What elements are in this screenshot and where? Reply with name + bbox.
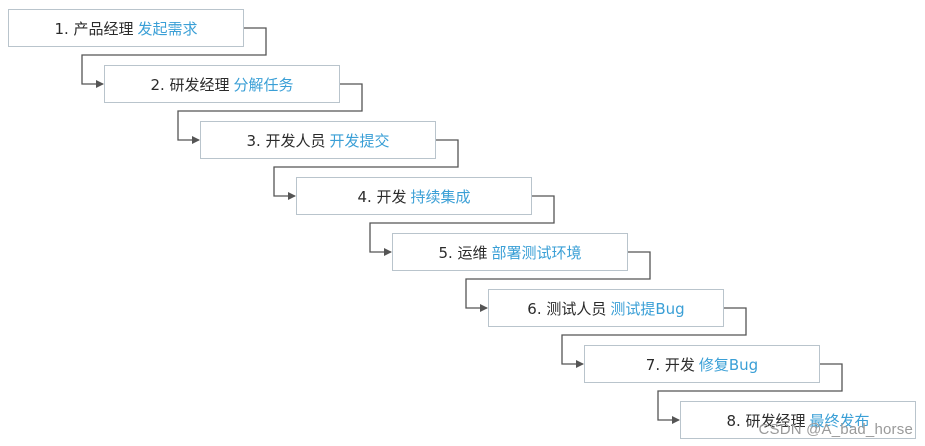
step-2-role: 2. 研发经理 [150,75,230,94]
watermark: CSDN @A_bad_horse [758,421,913,438]
step-6-box: 6. 测试人员 测试提Bug [488,289,724,327]
step-7-box: 7. 开发 修复Bug [584,345,820,383]
step-4-role: 4. 开发 [357,187,407,206]
connector-arrow-7-to-8 [657,363,843,424]
step-7-action: 修复Bug [698,355,759,374]
connector-arrow-1-to-2 [81,27,267,88]
step-1-action: 发起需求 [137,19,198,38]
connector-arrow-2-to-3 [177,83,363,144]
step-3-box: 3. 开发人员 开发提交 [200,121,436,159]
connector-arrow-6-to-7 [561,307,747,368]
step-4-action: 持续集成 [410,187,471,206]
step-4-box: 4. 开发 持续集成 [296,177,532,215]
connector-arrow-3-to-4 [273,139,459,200]
step-7-role: 7. 开发 [645,355,695,374]
step-5-action: 部署测试环境 [491,243,582,262]
connector-arrow-5-to-6 [465,251,651,312]
step-3-action: 开发提交 [329,131,390,150]
step-5-box: 5. 运维 部署测试环境 [392,233,628,271]
step-2-box: 2. 研发经理 分解任务 [104,65,340,103]
step-6-action: 测试提Bug [610,299,685,318]
step-8-action: 最终发布 [809,411,870,430]
step-6-role: 6. 测试人员 [527,299,607,318]
step-2-action: 分解任务 [233,75,294,94]
step-8-role: 8. 研发经理 [726,411,806,430]
connector-arrow-4-to-5 [369,195,555,256]
step-1-role: 1. 产品经理 [54,19,134,38]
step-3-role: 3. 开发人员 [246,131,326,150]
step-5-role: 5. 运维 [438,243,488,262]
step-1-box: 1. 产品经理 发起需求 [8,9,244,47]
step-8-box: 8. 研发经理 最终发布 [680,401,916,439]
